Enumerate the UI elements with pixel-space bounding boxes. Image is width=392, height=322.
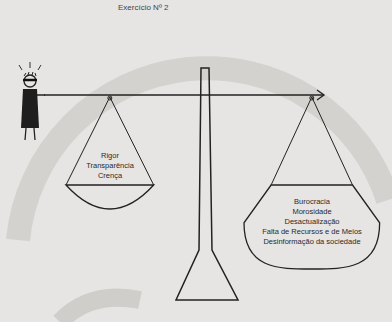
figure-leg [25,128,26,140]
pan-label: Transparência [86,161,134,171]
scale-beam [44,94,324,96]
grey-arc-low [60,298,140,322]
ray-line [19,65,22,70]
figure-leg [34,128,35,140]
pan-string [312,97,353,185]
pan-label: Rigor [101,151,119,161]
scale-pan: RigorTransparênciaCrença [64,97,156,213]
pan-label: Burocracia [294,197,330,207]
pan-label: Falta de Recursos e de Meios [262,227,362,237]
pan-bowl [244,185,380,269]
pan-hook [108,96,112,100]
ray-line [38,65,41,70]
blindfold [23,79,37,82]
pan-hook [310,96,314,100]
pan-string [271,97,312,185]
sheet-title: Exercício Nº 2 [118,3,169,12]
figure-robe [21,89,39,128]
pan-bowl [66,185,154,209]
scale-pan: BurocraciaMorosidadeDesactualizaçãoFalta… [242,97,382,271]
pan-label: Crença [98,171,122,181]
justice-figure [19,62,45,140]
pan-label: Morosidade [292,207,331,217]
grey-arc [18,68,388,240]
pan-text-block: BurocraciaMorosidadeDesactualizaçãoFalta… [242,197,382,247]
scale-pole [176,68,238,300]
ray-line [30,62,31,68]
pan-label: Desactualização [284,217,339,227]
pan-text-block: RigorTransparênciaCrença [64,151,156,181]
pan-label: Desinformação da sociedade [263,237,360,247]
figure-hair [24,72,36,76]
beam-tip [317,90,324,100]
figure-arm [37,94,45,96]
figure-head [24,75,36,87]
